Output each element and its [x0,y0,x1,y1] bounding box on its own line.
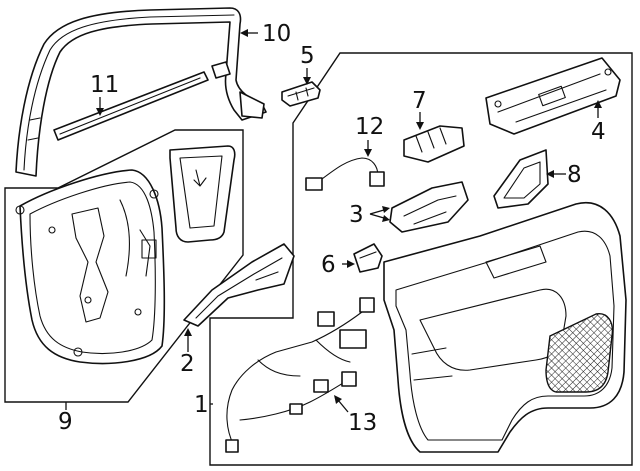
group-frame-right [209,52,633,466]
pigtail-harness-part [305,157,385,191]
handle-trim-part [389,181,469,233]
callout-6: 6 [321,252,336,278]
door-harness-part [225,297,375,453]
callout-1: 1 [194,392,209,418]
deflector-cover-part [169,145,236,243]
switch-assembly-part [403,125,465,163]
callout-13: 13 [348,410,377,436]
callout-12: 12 [355,114,384,140]
group-frame-left [4,129,244,403]
switch-part-5 [281,81,321,107]
callout-4: 4 [591,119,606,145]
bracket-part [183,243,295,327]
leader-lines [65,29,602,413]
callout-5: 5 [300,43,315,69]
callout-10: 10 [262,21,291,47]
belt-weatherstrip-part [53,71,209,141]
callout-3: 3 [349,202,364,228]
callout-9: 9 [58,409,73,435]
window-frame-part [15,7,267,177]
handle-bracket-part [485,57,621,135]
door-trim-panel-part [383,201,627,453]
switch-part-6 [353,243,383,273]
bezel-part [493,149,549,209]
callout-7: 7 [412,88,427,114]
callout-2: 2 [180,351,195,377]
callout-11: 11 [90,72,119,98]
water-deflector-part [15,169,166,365]
callout-8: 8 [567,162,582,188]
